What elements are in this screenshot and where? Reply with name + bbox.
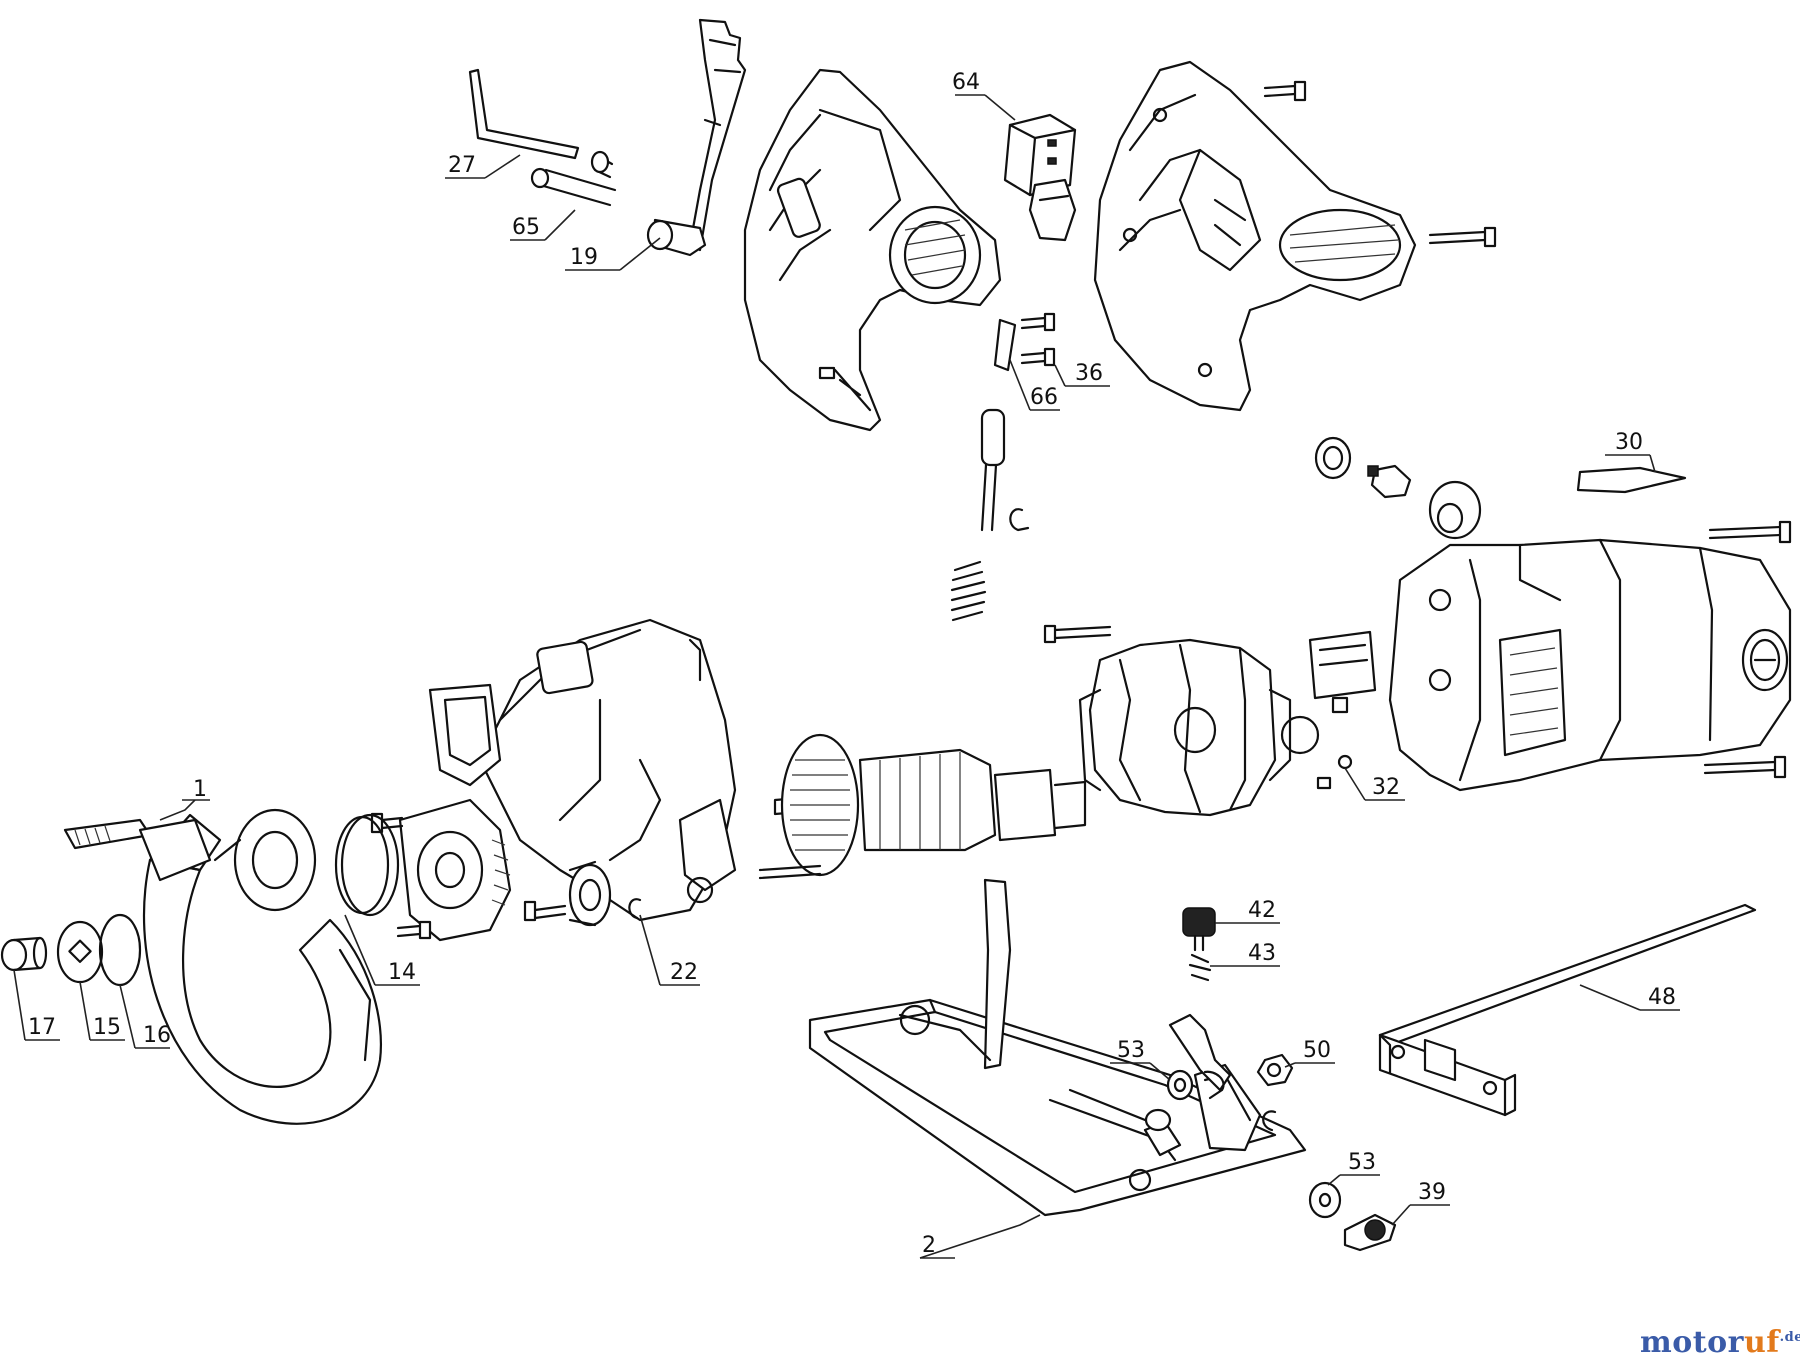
label-15: 15 [93,1015,121,1040]
label-64: 64 [952,70,980,95]
brush-plate-part [1280,630,1377,790]
wing-nut-part [1343,1213,1397,1252]
watermark-brand-a: motor [1640,1325,1744,1360]
base-plate-part [808,878,1307,1217]
screws-part [993,80,1497,372]
housing-screws-part [1043,520,1792,779]
motor-housing-part [1388,538,1792,792]
label-27: 27 [448,153,476,178]
watermark-brand-b: uf [1743,1325,1780,1360]
label-32: 32 [1372,775,1400,800]
stator-part [1078,638,1292,817]
bevel-bracket-part [1166,1013,1232,1101]
label-16: 16 [143,1023,171,1048]
label-65: 65 [512,215,540,240]
pin-part [530,150,617,207]
switch-part [1003,113,1077,242]
handle-right-half-part [1093,60,1417,412]
label-50: 50 [1303,1038,1331,1063]
washer-part [1308,1181,1342,1219]
label-53-lower: 53 [1348,1150,1376,1175]
lower-guard-part [63,813,382,1125]
label-17: 17 [28,1015,56,1040]
label-42: 42 [1248,898,1276,923]
brush-parts [1314,436,1687,540]
label-2: 2 [922,1233,936,1258]
label-30: 30 [1615,430,1643,455]
spring-clip-part [646,18,747,257]
bushing-part [523,860,642,927]
armature-part [758,733,1087,880]
label-1: 1 [193,777,207,802]
outer-flange-part [56,920,104,984]
nut-part [1256,1053,1294,1132]
rip-fence-part [1378,903,1757,1117]
label-66: 66 [1030,385,1058,410]
upper-guard-part [428,618,737,922]
handle-left-half-part [743,68,1002,432]
hex-key-part [468,68,580,160]
label-36: 36 [1075,361,1103,386]
label-14: 14 [388,960,416,985]
leader-lines [13,94,1680,1259]
label-39: 39 [1418,1180,1446,1205]
blade-bolt-part [0,936,48,972]
label-19: 19 [570,245,598,270]
label-48: 48 [1648,985,1676,1010]
label-22: 22 [670,960,698,985]
retaining-washer-part [233,808,317,912]
gear-housing-part [370,798,512,942]
inner-ring-part [98,913,142,987]
label-53-upper: 53 [1117,1038,1145,1063]
knob-part [1182,907,1216,982]
label-43: 43 [1248,941,1276,966]
watermark-suffix: .de [1779,1330,1800,1345]
watermark: motoruf.de [1640,1325,1800,1360]
part-labels: 1 2 14 15 16 17 19 22 27 30 32 36 39 42 … [28,70,1676,1258]
spindle-lock-pin-part [950,408,1030,622]
bearing-ring-part [334,813,400,917]
